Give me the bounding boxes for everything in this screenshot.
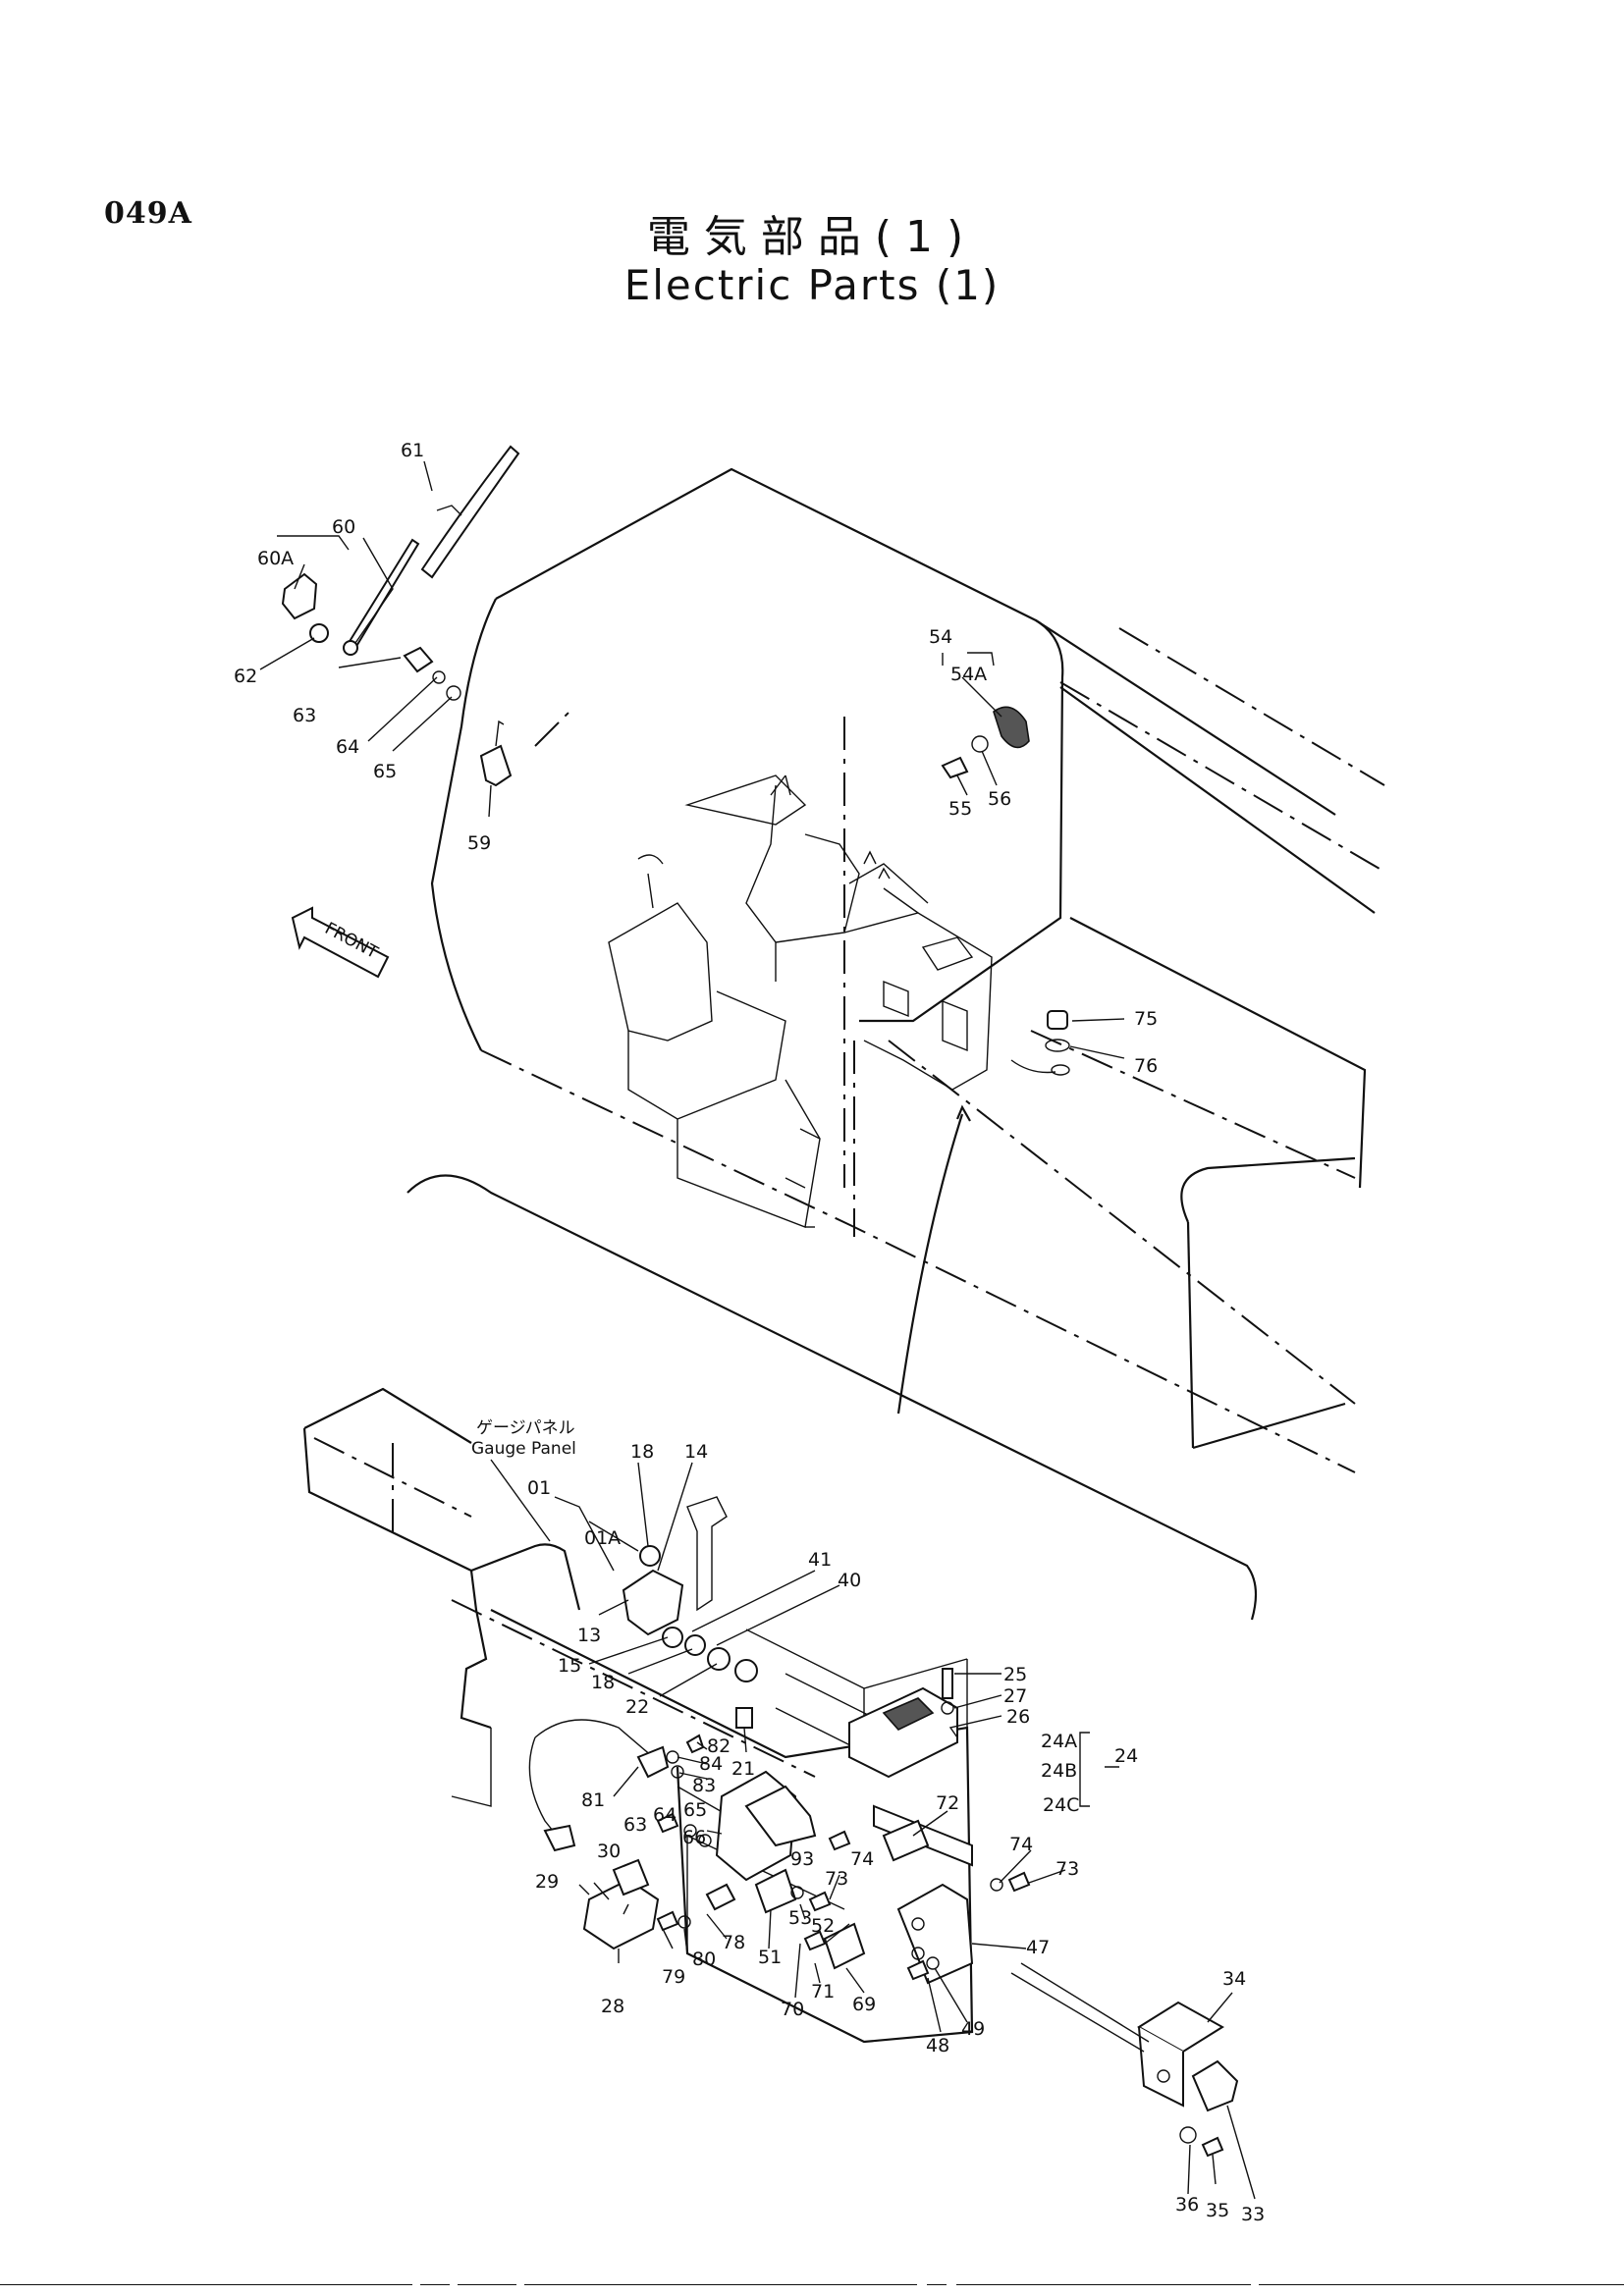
callout-01: 01: [527, 1477, 551, 1499]
gauge-panel-jp: ゲージパネル: [476, 1418, 575, 1438]
callout-47: 47: [1026, 1937, 1050, 1958]
callout-63: 63: [293, 705, 316, 726]
title-english: Electric Parts (1): [623, 261, 1001, 309]
callout-18a: 18: [630, 1441, 654, 1463]
callout-24b: 24B: [1041, 1760, 1077, 1782]
callout-65b: 65: [683, 1799, 707, 1821]
callout-82: 82: [707, 1735, 731, 1757]
callout-52: 52: [811, 1915, 835, 1937]
callout-21: 21: [731, 1758, 755, 1780]
callout-84: 84: [699, 1753, 723, 1775]
callout-66: 66: [682, 1827, 706, 1848]
front-arrow: FRONT: [291, 906, 390, 979]
callout-72: 72: [936, 1792, 959, 1814]
callout-24: 24: [1114, 1745, 1138, 1767]
callout-70: 70: [781, 1999, 804, 2020]
callout-36: 36: [1175, 2194, 1199, 2216]
callout-75: 75: [1134, 1008, 1158, 1030]
callout-60: 60: [332, 516, 355, 538]
right-console: [684, 774, 993, 1091]
callout-59: 59: [467, 832, 491, 854]
callout-74a: 74: [850, 1848, 874, 1870]
callout-27: 27: [1003, 1685, 1027, 1707]
callout-15: 15: [558, 1655, 581, 1677]
callout-34: 34: [1222, 1968, 1246, 1990]
callout-56: 56: [988, 788, 1011, 810]
callout-81: 81: [581, 1789, 605, 1811]
callout-71: 71: [811, 1981, 835, 2002]
callout-62: 62: [234, 666, 257, 687]
callout-26: 26: [1006, 1706, 1030, 1728]
callout-01a: 01A: [584, 1527, 621, 1549]
gauge-panel-label: ゲージパネル Gauge Panel: [471, 1418, 576, 1542]
callout-28: 28: [601, 1996, 624, 2017]
callout-33: 33: [1241, 2204, 1265, 2225]
callout-63b: 63: [623, 1814, 647, 1836]
callout-29: 29: [535, 1871, 559, 1893]
callout-24a: 24A: [1041, 1731, 1077, 1752]
callout-22: 22: [625, 1696, 649, 1718]
callout-79: 79: [662, 1966, 685, 1988]
callout-74b: 74: [1009, 1834, 1033, 1855]
upper-loose-parts: [281, 445, 1070, 1076]
title-japanese: 電気部品(1): [646, 212, 978, 262]
leader-lines: [259, 460, 1256, 2200]
cab-body: [406, 467, 1385, 1621]
bottom-rule: [0, 2284, 1624, 2285]
page-code: 049A: [104, 196, 192, 231]
callout-48: 48: [926, 2035, 949, 2056]
callout-65: 65: [373, 761, 397, 782]
callout-80: 80: [692, 1949, 716, 1970]
callout-24c: 24C: [1043, 1794, 1079, 1816]
callout-25: 25: [1003, 1664, 1027, 1685]
callout-93: 93: [790, 1848, 814, 1870]
callout-64: 64: [336, 736, 359, 758]
callout-83: 83: [692, 1775, 716, 1796]
callout-55: 55: [948, 798, 972, 820]
callout-54: 54: [929, 626, 952, 648]
callout-labels: 61 60 60A 62 63 64 65 59 54 54A 55 56 75…: [234, 440, 1265, 2225]
callout-13: 13: [577, 1625, 601, 1646]
gauge-panel-en: Gauge Panel: [471, 1439, 576, 1459]
callout-53: 53: [788, 1907, 812, 1929]
callout-14: 14: [684, 1441, 708, 1463]
callout-51: 51: [758, 1947, 782, 1968]
callout-61: 61: [401, 440, 424, 461]
callout-69: 69: [852, 1994, 876, 2015]
callout-73a: 73: [1056, 1858, 1079, 1880]
callout-35: 35: [1206, 2200, 1229, 2221]
callout-60a: 60A: [257, 548, 294, 569]
callout-64b: 64: [653, 1804, 677, 1826]
gauge-panel-components: [528, 1545, 1239, 2158]
callout-18b: 18: [591, 1672, 615, 1693]
left-console: [608, 854, 821, 1228]
callout-30: 30: [597, 1841, 621, 1862]
callout-54a: 54A: [950, 664, 987, 685]
callout-78: 78: [722, 1932, 745, 1953]
callout-73b: 73: [825, 1868, 848, 1890]
callout-49: 49: [961, 2018, 985, 2040]
callout-40: 40: [838, 1570, 861, 1591]
callout-41: 41: [808, 1549, 832, 1571]
callout-76: 76: [1134, 1055, 1158, 1077]
